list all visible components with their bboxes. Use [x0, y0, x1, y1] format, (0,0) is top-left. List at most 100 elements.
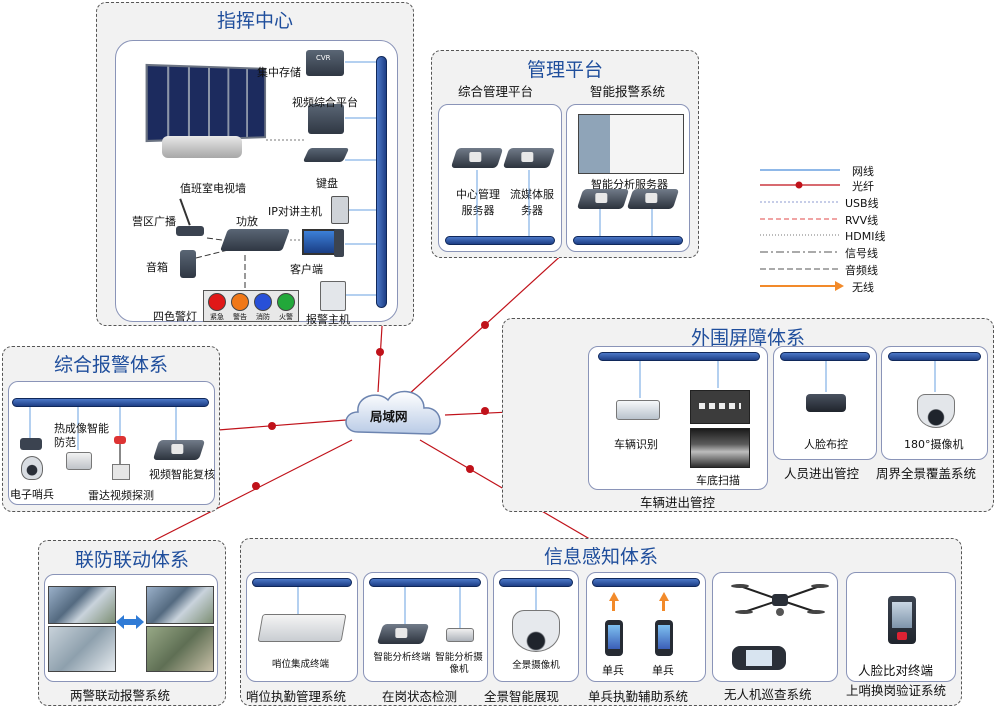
- client-label: 客户端: [290, 263, 323, 276]
- person-control-label: 人员进出管控: [784, 466, 860, 481]
- command-center-title: 指挥中心: [216, 10, 293, 32]
- keyboard-label: 键盘: [316, 177, 338, 190]
- analysis-camera-label: 智能分析摄像机: [435, 652, 483, 675]
- legend-signal: 信号线: [845, 247, 878, 260]
- under-vehicle-label: 车底扫描: [696, 474, 740, 487]
- soldier-label-2: 单兵: [652, 664, 674, 677]
- warning-lamps-label: 四色警灯: [153, 310, 197, 323]
- mgmt-inner-1: [438, 104, 562, 252]
- perception-bus-4: [592, 578, 700, 587]
- on-duty-detection-label: 在岗状态检测: [382, 689, 458, 704]
- mgmt-section-2: 智能报警系统: [590, 84, 666, 99]
- linkage-title: 联防联动体系: [74, 549, 189, 571]
- client-tower-icon: [334, 229, 344, 257]
- panoramic-camera-label: 全景摄像机: [512, 660, 560, 671]
- green-lamp-icon: 火警: [277, 293, 295, 321]
- handheld-icon-2: [655, 620, 673, 656]
- analysis-camera-icon: [446, 628, 474, 642]
- dome-camera-label: 180°摄像机: [904, 438, 964, 451]
- wireless-arrow-stem-1: [612, 600, 615, 611]
- legend-audio: 音频线: [845, 264, 878, 277]
- perception-bus-3: [499, 578, 573, 587]
- analysis-terminal-label: 智能分析终端: [373, 652, 431, 663]
- analysis-server-label: 智能分析服务器: [591, 178, 668, 191]
- storage-label: 集中存储: [257, 66, 301, 79]
- broadcast-label: 营区广播: [132, 215, 176, 228]
- orange-lamp-icon: 警告: [231, 293, 249, 321]
- media-server-label: 流媒体服务器: [510, 188, 554, 217]
- legend: [760, 169, 844, 291]
- legend-fiber: 光纤: [852, 180, 874, 193]
- thermal-camera-icon: [20, 438, 42, 450]
- command-center-bus: [376, 56, 387, 308]
- analysis-screen-icon: [578, 114, 684, 174]
- analysis-terminal-icon: [376, 624, 430, 644]
- perception-title: 信息感知体系: [543, 546, 658, 568]
- console-desk-icon: [162, 136, 242, 158]
- ptz-dome-icon: [21, 456, 43, 480]
- speaker-label: 音箱: [146, 261, 168, 274]
- alarm-bus: [12, 398, 209, 407]
- face-terminal-label: 人脸比对终端: [858, 663, 934, 678]
- video-platform-icon: [308, 104, 344, 134]
- cvr-storage-icon: [306, 50, 344, 76]
- speaker-icon: [180, 250, 196, 278]
- linkage-photo-2: [146, 586, 214, 624]
- radar-label: 雷达视频探测: [88, 489, 154, 502]
- video-wall-label: 值班室电视墙: [180, 182, 246, 195]
- perimeter-bus-1: [598, 352, 760, 361]
- alarm-host-label: 报警主机: [306, 313, 350, 326]
- radar-icon: [110, 436, 130, 480]
- legend-hdmi: HDMI线: [845, 230, 886, 243]
- legend-rvv: RVV线: [845, 214, 879, 227]
- video-review-label: 视频智能复核: [149, 468, 215, 481]
- lamp-label-blue: 消防: [256, 313, 270, 321]
- amplifier-label: 功放: [236, 215, 258, 228]
- linkage-system-label: 两警联动报警系统: [70, 688, 171, 703]
- under-vehicle-scan-icon: [690, 428, 750, 468]
- panoramic-camera-icon: [512, 610, 560, 652]
- post-terminal-label: 哨位集成终端: [272, 659, 330, 670]
- perimeter-title: 外围屏障体系: [690, 327, 805, 349]
- mgmt-bus-2: [573, 236, 683, 245]
- wireless-arrow-icon-1: [609, 592, 619, 601]
- wireless-arrow-stem-2: [662, 600, 665, 611]
- lamp-label-red: 紧急: [210, 313, 224, 321]
- thermal-label: 热成像智能防范: [54, 422, 109, 449]
- legend-wireless: 无线: [852, 281, 874, 294]
- mgmt-section-1: 综合管理平台: [458, 84, 534, 99]
- drone-system-label: 无人机巡查系统: [724, 687, 812, 702]
- linkage-photo-3: [48, 626, 116, 672]
- electronic-sentry-label: 电子哨兵: [10, 488, 54, 501]
- handheld-icon-1: [605, 620, 623, 656]
- soldier-system-label: 单兵执勤辅助系统: [588, 689, 689, 704]
- legend-usb: USB线: [845, 197, 879, 210]
- perception-bus-1: [252, 578, 352, 587]
- thermal-device-icon: [66, 452, 92, 470]
- microphone-icon: [176, 198, 204, 238]
- perimeter-bus-3: [888, 352, 981, 361]
- dome-camera-icon: [917, 394, 955, 428]
- perimeter-coverage-label: 周界全景覆盖系统: [876, 466, 977, 481]
- face-terminal-icon: [888, 596, 916, 644]
- alarm-host-icon: [320, 281, 346, 311]
- perception-bus-2: [369, 578, 481, 587]
- panoramic-display-label: 全景智能展现: [484, 689, 560, 704]
- vehicle-camera-icon: [616, 400, 660, 420]
- vehicle-recog-label: 车辆识别: [614, 438, 658, 451]
- intercom-label: IP对讲主机: [268, 205, 322, 218]
- wireless-arrow-icon-2: [659, 592, 669, 601]
- drone-icon: [731, 584, 829, 616]
- post-duty-system-label: 哨位执勤管理系统: [246, 689, 347, 704]
- alarm-title: 综合报警体系: [53, 354, 168, 376]
- bidirectional-arrow-icon: [116, 615, 144, 629]
- vehicle-control-label: 车辆进出管控: [640, 495, 716, 510]
- lan-cloud-icon: [345, 390, 441, 435]
- management-title: 管理平台: [526, 59, 603, 81]
- lamp-label-orange: 警告: [233, 313, 247, 321]
- link-linkage: [154, 439, 353, 541]
